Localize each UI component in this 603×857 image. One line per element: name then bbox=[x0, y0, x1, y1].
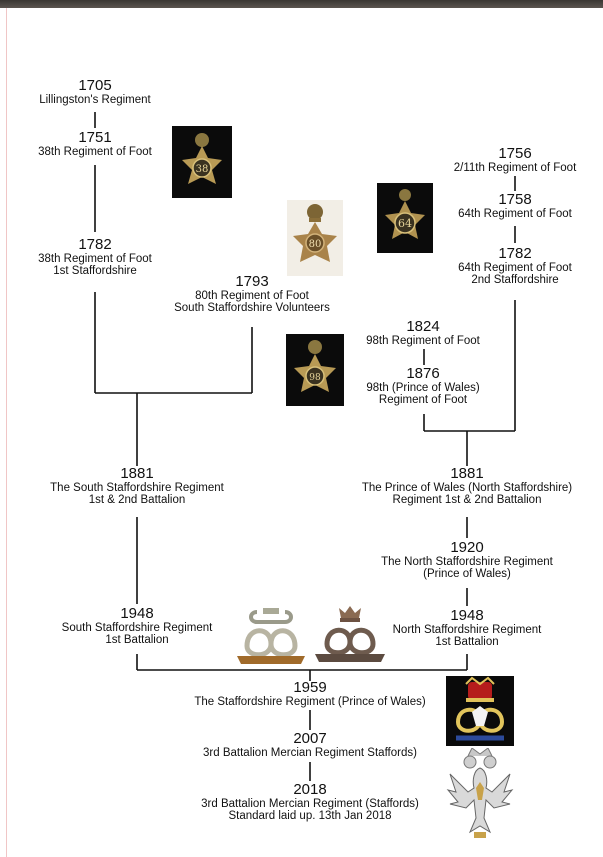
node-text: 1st & 2nd Battalion bbox=[88, 493, 186, 506]
node-text: North Staffordshire Regiment bbox=[392, 623, 542, 636]
node-1920: 1920 The North Staffordshire Regiment (P… bbox=[352, 540, 582, 580]
node-1758: 1758 64th Regiment of Foot bbox=[430, 192, 600, 220]
node-1751: 1751 38th Regiment of Foot bbox=[22, 130, 168, 158]
node-text: Lillingston's Regiment bbox=[39, 93, 151, 106]
node-text: 64th Regiment of Foot bbox=[458, 261, 572, 274]
stafford-knot-crowned-badge-icon bbox=[311, 604, 389, 668]
node-text: 3rd Battalion Mercian Regiment (Stafford… bbox=[201, 797, 419, 810]
node-2018: 2018 3rd Battalion Mercian Regiment (Sta… bbox=[172, 782, 448, 822]
node-text: 38th Regiment of Foot bbox=[38, 252, 152, 265]
node-text: 1st Battalion bbox=[435, 635, 499, 648]
node-1948-north: 1948 North Staffordshire Regiment 1st Ba… bbox=[370, 608, 564, 648]
node-1756: 1756 2/11th Regiment of Foot bbox=[430, 146, 600, 174]
mercian-eagle-badge-icon bbox=[446, 748, 514, 842]
node-year: 1756 bbox=[498, 145, 532, 162]
node-1881-south: 1881 The South Staffordshire Regiment 1s… bbox=[27, 466, 247, 506]
regimental-badge-98th-icon: 98 bbox=[286, 334, 344, 406]
node-text: 64th Regiment of Foot bbox=[458, 207, 572, 220]
node-text: 2nd Staffordshire bbox=[471, 273, 559, 286]
node-1881-north: 1881 The Prince of Wales (North Stafford… bbox=[337, 466, 597, 506]
node-1876: 1876 98th (Prince of Wales) Regiment of … bbox=[346, 366, 500, 406]
node-text: The Staffordshire Regiment (Prince of Wa… bbox=[194, 695, 426, 708]
node-text: 1st Staffordshire bbox=[53, 264, 137, 277]
node-1948-south: 1948 South Staffordshire Regiment 1st Ba… bbox=[40, 606, 234, 646]
node-text: The North Staffordshire Regiment bbox=[381, 555, 553, 568]
node-1959: 1959 The Staffordshire Regiment (Prince … bbox=[168, 680, 452, 708]
node-2007: 2007 3rd Battalion Mercian Regiment Staf… bbox=[172, 731, 448, 759]
node-text: Standard laid up. 13th Jan 2018 bbox=[228, 809, 392, 822]
node-year: 1881 bbox=[450, 465, 484, 482]
stafford-knot-badge-icon bbox=[233, 606, 309, 668]
node-year: 1758 bbox=[498, 191, 532, 208]
node-year: 1959 bbox=[293, 679, 327, 696]
node-year: 2007 bbox=[293, 730, 327, 747]
node-text: 98th Regiment of Foot bbox=[366, 334, 480, 347]
node-year: 1948 bbox=[120, 605, 154, 622]
node-text: 80th Regiment of Foot bbox=[195, 289, 309, 302]
node-1793: 1793 80th Regiment of Foot South Staffor… bbox=[160, 274, 344, 314]
node-year: 1824 bbox=[406, 318, 440, 335]
node-year: 2018 bbox=[293, 781, 327, 798]
node-year: 1793 bbox=[235, 273, 269, 290]
node-text: South Staffordshire Volunteers bbox=[174, 301, 330, 314]
staffordshire-regiment-badge-icon bbox=[446, 676, 514, 746]
node-text: 38th Regiment of Foot bbox=[38, 145, 152, 158]
node-year: 1782 bbox=[78, 236, 112, 253]
node-1782-38th: 1782 38th Regiment of Foot 1st Staffords… bbox=[22, 237, 168, 277]
node-year: 1948 bbox=[450, 607, 484, 624]
node-year: 1705 bbox=[78, 77, 112, 94]
badge-numeral: 64 bbox=[398, 217, 412, 230]
node-year: 1782 bbox=[498, 245, 532, 262]
node-text: The Prince of Wales (North Staffordshire… bbox=[361, 481, 573, 494]
top-border bbox=[0, 0, 603, 8]
node-1824: 1824 98th Regiment of Foot bbox=[346, 319, 500, 347]
node-year: 1751 bbox=[78, 129, 112, 146]
node-1705: 1705 Lillingston's Regiment bbox=[22, 78, 168, 106]
badge-numeral: 38 bbox=[196, 164, 209, 175]
node-1782-64th: 1782 64th Regiment of Foot 2nd Staffords… bbox=[430, 246, 600, 286]
node-year: 1876 bbox=[406, 365, 440, 382]
node-year: 1920 bbox=[450, 539, 484, 556]
node-text: 98th (Prince of Wales) bbox=[366, 381, 480, 394]
node-text: 3rd Battalion Mercian Regiment Staffords… bbox=[203, 746, 417, 759]
node-text: South Staffordshire Regiment bbox=[61, 621, 213, 634]
node-text: Regiment 1st & 2nd Battalion bbox=[392, 493, 542, 506]
node-text: 2/11th Regiment of Foot bbox=[453, 161, 577, 174]
regimental-badge-64th-icon: 64 bbox=[377, 183, 433, 253]
badge-numeral: 80 bbox=[309, 239, 322, 250]
regimental-badge-38th-icon: 38 bbox=[172, 126, 232, 198]
regimental-badge-80th-icon: 80 bbox=[287, 200, 343, 276]
node-text: The South Staffordshire Regiment bbox=[50, 481, 224, 494]
node-year: 1881 bbox=[120, 465, 154, 482]
badge-numeral: 98 bbox=[309, 373, 321, 383]
margin-rule bbox=[6, 8, 7, 857]
node-text: (Prince of Wales) bbox=[423, 567, 511, 580]
node-text: Regiment of Foot bbox=[378, 393, 468, 406]
node-text: 1st Battalion bbox=[105, 633, 169, 646]
